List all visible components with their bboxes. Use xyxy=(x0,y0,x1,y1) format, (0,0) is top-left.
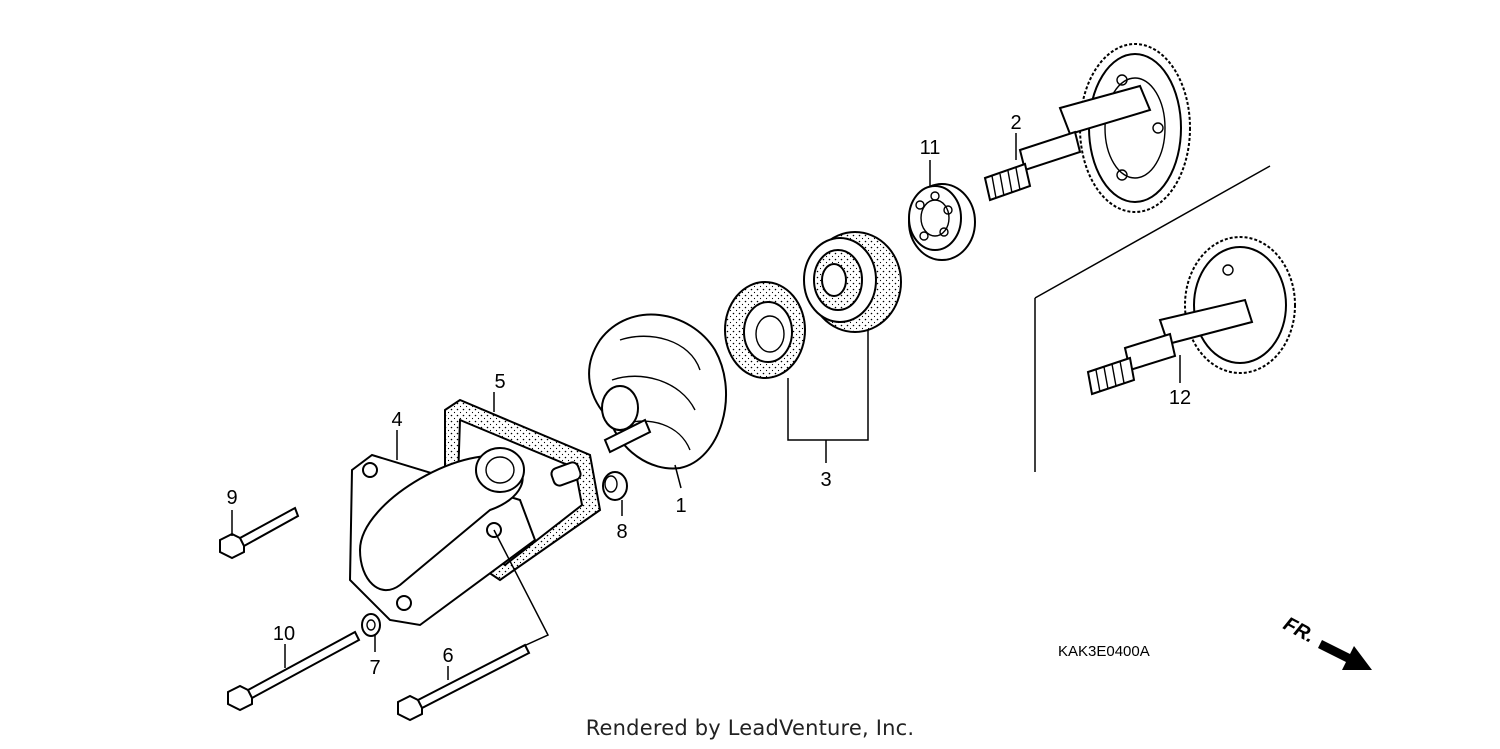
callout-5: 5 xyxy=(494,371,505,393)
gear-shaft-part-12 xyxy=(1086,236,1296,396)
diagram-code: KAK3E0400A xyxy=(1058,643,1150,660)
callout-12: 12 xyxy=(1169,387,1191,409)
callout-3: 3 xyxy=(820,469,831,491)
collar-part-8 xyxy=(602,471,628,501)
callout-10: 10 xyxy=(273,623,295,645)
callout-7: 7 xyxy=(369,657,380,679)
bearing-part-11 xyxy=(908,183,976,261)
seal-ring-part-3 xyxy=(724,281,806,379)
bolt-part-10 xyxy=(227,630,361,712)
callout-1: 1 xyxy=(675,495,686,517)
callout-2: 2 xyxy=(1010,112,1021,134)
pump-cover-part-4 xyxy=(348,447,537,627)
bolt-part-6 xyxy=(397,643,531,722)
washer-part-7 xyxy=(361,613,381,637)
bolt-part-9 xyxy=(219,506,300,560)
direction-label: FR. xyxy=(1280,613,1319,648)
mechanical-seal-part-3 xyxy=(803,231,902,333)
gear-shaft-part-2 xyxy=(983,43,1191,213)
render-credit: Rendered by LeadVenture, Inc. xyxy=(585,716,915,740)
arrow-icon xyxy=(1318,640,1372,670)
alternate-part-separator xyxy=(1034,165,1271,472)
front-direction-indicator: FR. xyxy=(1280,613,1372,670)
callout-4: 4 xyxy=(391,409,402,431)
callout-11: 11 xyxy=(920,137,941,159)
leader-lines xyxy=(231,133,1181,680)
callout-8: 8 xyxy=(616,521,627,543)
callout-9: 9 xyxy=(226,487,237,509)
impeller-part-1 xyxy=(588,313,728,470)
callout-6: 6 xyxy=(442,645,453,667)
